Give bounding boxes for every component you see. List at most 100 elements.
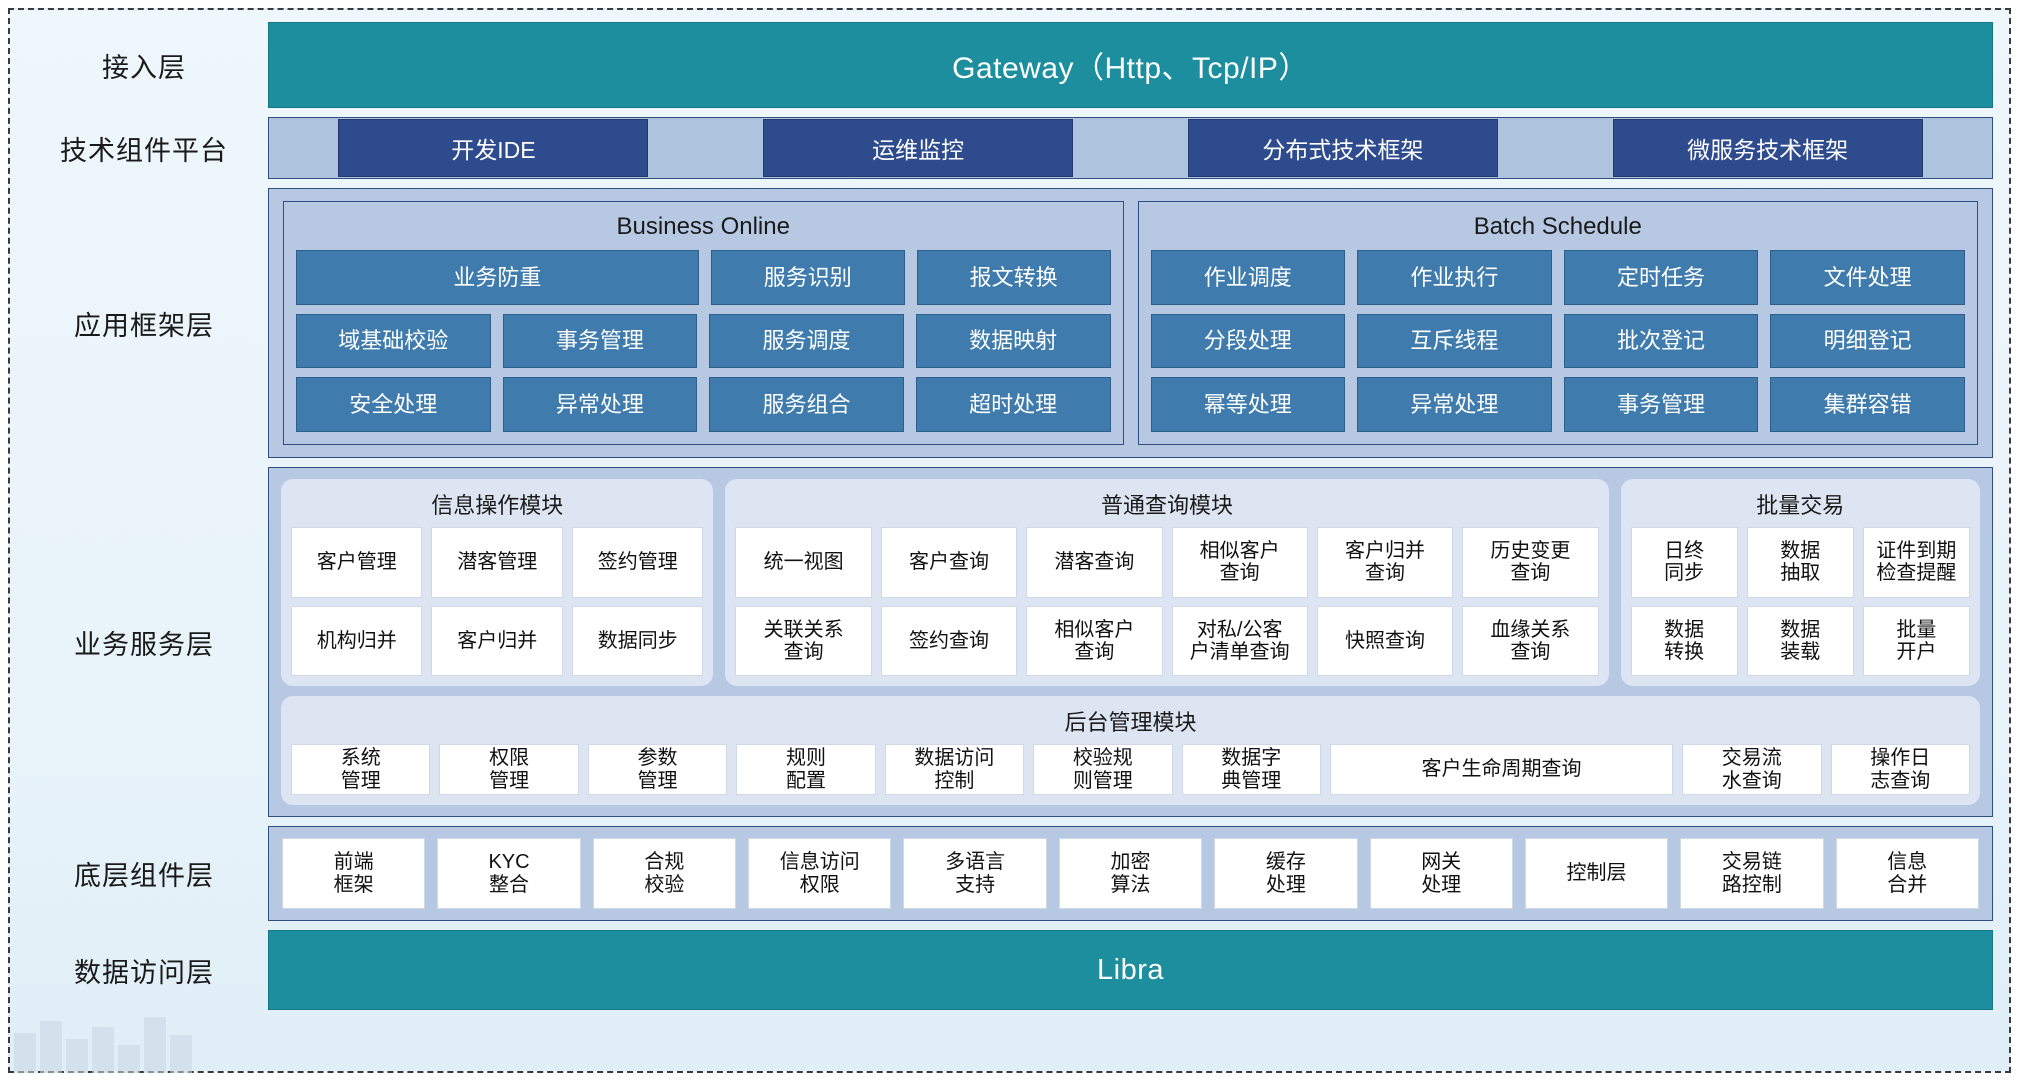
query-chip-contract-query[interactable]: 签约查询 [880, 605, 1018, 677]
query-chip-snapshot-query[interactable]: 快照查询 [1316, 605, 1454, 677]
bs-chip-segment-processing[interactable]: 分段处理 [1150, 313, 1346, 369]
row-body-business-service: 信息操作模块 客户管理 潜客管理 签约管理 机构归并 客户归并 数据同步 [268, 467, 1993, 817]
comp-chip-info-merge[interactable]: 信息合并 [1835, 838, 1979, 909]
batch-chip-id-expiry-reminder[interactable]: 证件到期检查提醒 [1862, 527, 1971, 598]
admin-chip-parameter-mgmt[interactable]: 参数管理 [587, 744, 728, 795]
panel-title-batch-schedule: Batch Schedule [1473, 213, 1642, 240]
admin-chip-data-dictionary-mgmt[interactable]: 数据字典管理 [1181, 744, 1321, 795]
query-chip-lineage-query[interactable]: 血缘关系查询 [1462, 605, 1599, 677]
bo-chip-timeout-handling[interactable]: 超时处理 [915, 377, 1111, 433]
module-backoffice-admin: 后台管理模块 系统管理 权限管理 参数管理 规则配置 数据访问控制 校验规则管理… [281, 696, 1980, 805]
info-row-2: 机构归并 客户归并 数据同步 [291, 605, 704, 677]
bo-row-2: 域基础校验 事务管理 服务调度 数据映射 [296, 313, 1111, 369]
bo-chip-message-transform[interactable]: 报文转换 [916, 250, 1111, 305]
comp-chip-transaction-chain-control[interactable]: 交易链路控制 [1680, 838, 1824, 909]
info-chip-org-merge[interactable]: 机构归并 [291, 605, 423, 677]
comp-chip-cache-handling[interactable]: 缓存处理 [1214, 838, 1358, 909]
bs-chip-scheduled-task[interactable]: 定时任务 [1563, 250, 1759, 305]
batch-chip-data-transform[interactable]: 数据转换 [1630, 605, 1738, 677]
comp-chip-control-layer[interactable]: 控制层 [1524, 838, 1669, 909]
bo-chip-security-handling[interactable]: 安全处理 [296, 377, 491, 433]
bo-chip-service-composition[interactable]: 服务组合 [709, 377, 904, 433]
bo-row-3: 安全处理 异常处理 服务组合 超时处理 [296, 377, 1111, 433]
info-chip-customer-mgmt[interactable]: 客户管理 [291, 527, 423, 598]
admin-chip-permission-mgmt[interactable]: 权限管理 [439, 744, 579, 795]
query-chip-prospect-query[interactable]: 潜客查询 [1026, 527, 1163, 598]
bs-chip-idempotent-handling[interactable]: 幂等处理 [1150, 377, 1346, 433]
bs-chip-detail-registration[interactable]: 明细登记 [1770, 313, 1965, 369]
info-chip-prospect-mgmt[interactable]: 潜客管理 [431, 527, 563, 598]
row-label-component: 底层组件层 [74, 861, 214, 892]
query-chip-customer-query[interactable]: 客户查询 [880, 527, 1018, 598]
comp-chip-info-access-permission[interactable]: 信息访问权限 [748, 838, 892, 909]
bs-chip-job-execute[interactable]: 作业执行 [1357, 250, 1552, 305]
admin-chip-validation-rule-mgmt[interactable]: 校验规则管理 [1033, 744, 1173, 795]
info-chip-customer-merge[interactable]: 客户归并 [431, 605, 563, 677]
libra-bar[interactable]: Libra [268, 930, 1993, 1010]
watermark-graphic [14, 1017, 192, 1073]
business-top-modules: 信息操作模块 客户管理 潜客管理 签约管理 机构归并 客户归并 数据同步 [281, 479, 1980, 687]
tech-item-ide[interactable]: 开发IDE [338, 119, 649, 177]
batch-chip-data-extract[interactable]: 数据抽取 [1746, 527, 1854, 598]
admin-chip-customer-lifecycle-query[interactable]: 客户生命周期查询 [1329, 744, 1674, 795]
query-row-2: 关联关系查询 签约查询 相似客户查询 对私/公客户清单查询 快照查询 血缘关系查… [735, 605, 1599, 677]
tech-item-microservice-framework[interactable]: 微服务技术框架 [1612, 119, 1923, 177]
batch-chip-data-load[interactable]: 数据装载 [1746, 605, 1854, 677]
bo-chip-service-dispatch[interactable]: 服务调度 [709, 313, 904, 369]
row-body-tech-platform: 开发IDE 运维监控 分布式技术框架 微服务技术框架 [268, 117, 1993, 179]
bs-chip-exception-handling[interactable]: 异常处理 [1357, 377, 1552, 433]
query-chip-similar-customer-query[interactable]: 相似客户查询 [1171, 527, 1308, 598]
comp-chip-compliance-check[interactable]: 合规校验 [592, 838, 737, 909]
panel-batch-schedule: Batch Schedule 作业调度 作业执行 定时任务 文件处理 分段处理 … [1137, 201, 1978, 445]
bo-chip-business-dedup[interactable]: 业务防重 [296, 250, 699, 305]
admin-chip-rule-config[interactable]: 规则配置 [736, 744, 876, 795]
query-chip-customer-merge-query[interactable]: 客户归并查询 [1316, 527, 1454, 598]
query-chip-similar-customer-query-2[interactable]: 相似客户查询 [1026, 605, 1163, 677]
module-batch-transaction: 批量交易 日终同步 数据抽取 证件到期检查提醒 数据转换 数据装载 批量开户 [1620, 479, 1980, 687]
bo-chip-data-mapping[interactable]: 数据映射 [915, 313, 1111, 369]
bo-chip-exception-handling[interactable]: 异常处理 [502, 377, 698, 433]
bs-row-2: 分段处理 互斥线程 批次登记 明细登记 [1150, 313, 1965, 369]
query-chip-unified-view[interactable]: 统一视图 [735, 527, 872, 598]
module-common-query: 普通查询模块 统一视图 客户查询 潜客查询 相似客户查询 客户归并查询 历史变更… [725, 479, 1609, 687]
bs-chip-mutex-thread[interactable]: 互斥线程 [1357, 313, 1552, 369]
query-chip-retail-corporate-list-query[interactable]: 对私/公客户清单查询 [1171, 605, 1308, 677]
tech-item-ops-monitor[interactable]: 运维监控 [763, 119, 1074, 177]
admin-chip-operation-log-query[interactable]: 操作日志查询 [1830, 744, 1970, 795]
admin-chip-system-mgmt[interactable]: 系统管理 [291, 744, 431, 795]
admin-chip-transaction-flow-query[interactable]: 交易流水查询 [1682, 744, 1822, 795]
bo-chip-transaction-mgmt[interactable]: 事务管理 [502, 313, 698, 369]
business-service-container: 信息操作模块 客户管理 潜客管理 签约管理 机构归并 客户归并 数据同步 [268, 467, 1993, 817]
module-title-info-operations: 信息操作模块 [431, 493, 564, 518]
gateway-bar[interactable]: Gateway（Http、Tcp/IP） [268, 22, 1993, 108]
comp-chip-gateway-handling[interactable]: 网关处理 [1369, 838, 1513, 909]
query-chip-relation-query[interactable]: 关联关系查询 [735, 605, 872, 677]
query-row-1: 统一视图 客户查询 潜客查询 相似客户查询 客户归并查询 历史变更查询 [735, 527, 1599, 598]
query-chip-history-change-query[interactable]: 历史变更查询 [1462, 527, 1599, 598]
bs-chip-transaction-mgmt[interactable]: 事务管理 [1563, 377, 1759, 433]
comp-chip-encryption-algorithm[interactable]: 加密算法 [1058, 838, 1203, 909]
bo-row-1: 业务防重 服务识别 报文转换 [296, 250, 1111, 305]
comp-chip-multilanguage-support[interactable]: 多语言支持 [903, 838, 1047, 909]
bo-chip-service-identify[interactable]: 服务识别 [710, 250, 905, 305]
row-label-tech-platform: 技术组件平台 [60, 135, 228, 167]
batch-chip-eod-sync[interactable]: 日终同步 [1630, 527, 1738, 598]
info-chip-data-sync[interactable]: 数据同步 [571, 605, 704, 677]
batch-row-2: 数据转换 数据装载 批量开户 [1630, 605, 1971, 677]
bs-chip-batch-registration[interactable]: 批次登记 [1563, 313, 1759, 369]
info-chip-contract-mgmt[interactable]: 签约管理 [571, 527, 704, 598]
batch-chip-batch-account-open[interactable]: 批量开户 [1862, 605, 1971, 677]
bo-chip-domain-validation[interactable]: 域基础校验 [296, 313, 491, 369]
comp-chip-frontend-framework[interactable]: 前端框架 [282, 838, 426, 909]
tech-platform-band: 开发IDE 运维监控 分布式技术框架 微服务技术框架 [268, 117, 1993, 179]
admin-chip-data-access-control[interactable]: 数据访问控制 [884, 744, 1025, 795]
bs-chip-job-schedule[interactable]: 作业调度 [1150, 250, 1346, 305]
row-label-app-framework: 应用框架层 [74, 310, 214, 342]
bs-chip-file-processing[interactable]: 文件处理 [1770, 250, 1965, 305]
bs-row-3: 幂等处理 异常处理 事务管理 集群容错 [1150, 377, 1965, 433]
tech-item-distributed-framework[interactable]: 分布式技术框架 [1187, 119, 1498, 177]
bs-chip-cluster-tolerance[interactable]: 集群容错 [1770, 377, 1965, 433]
